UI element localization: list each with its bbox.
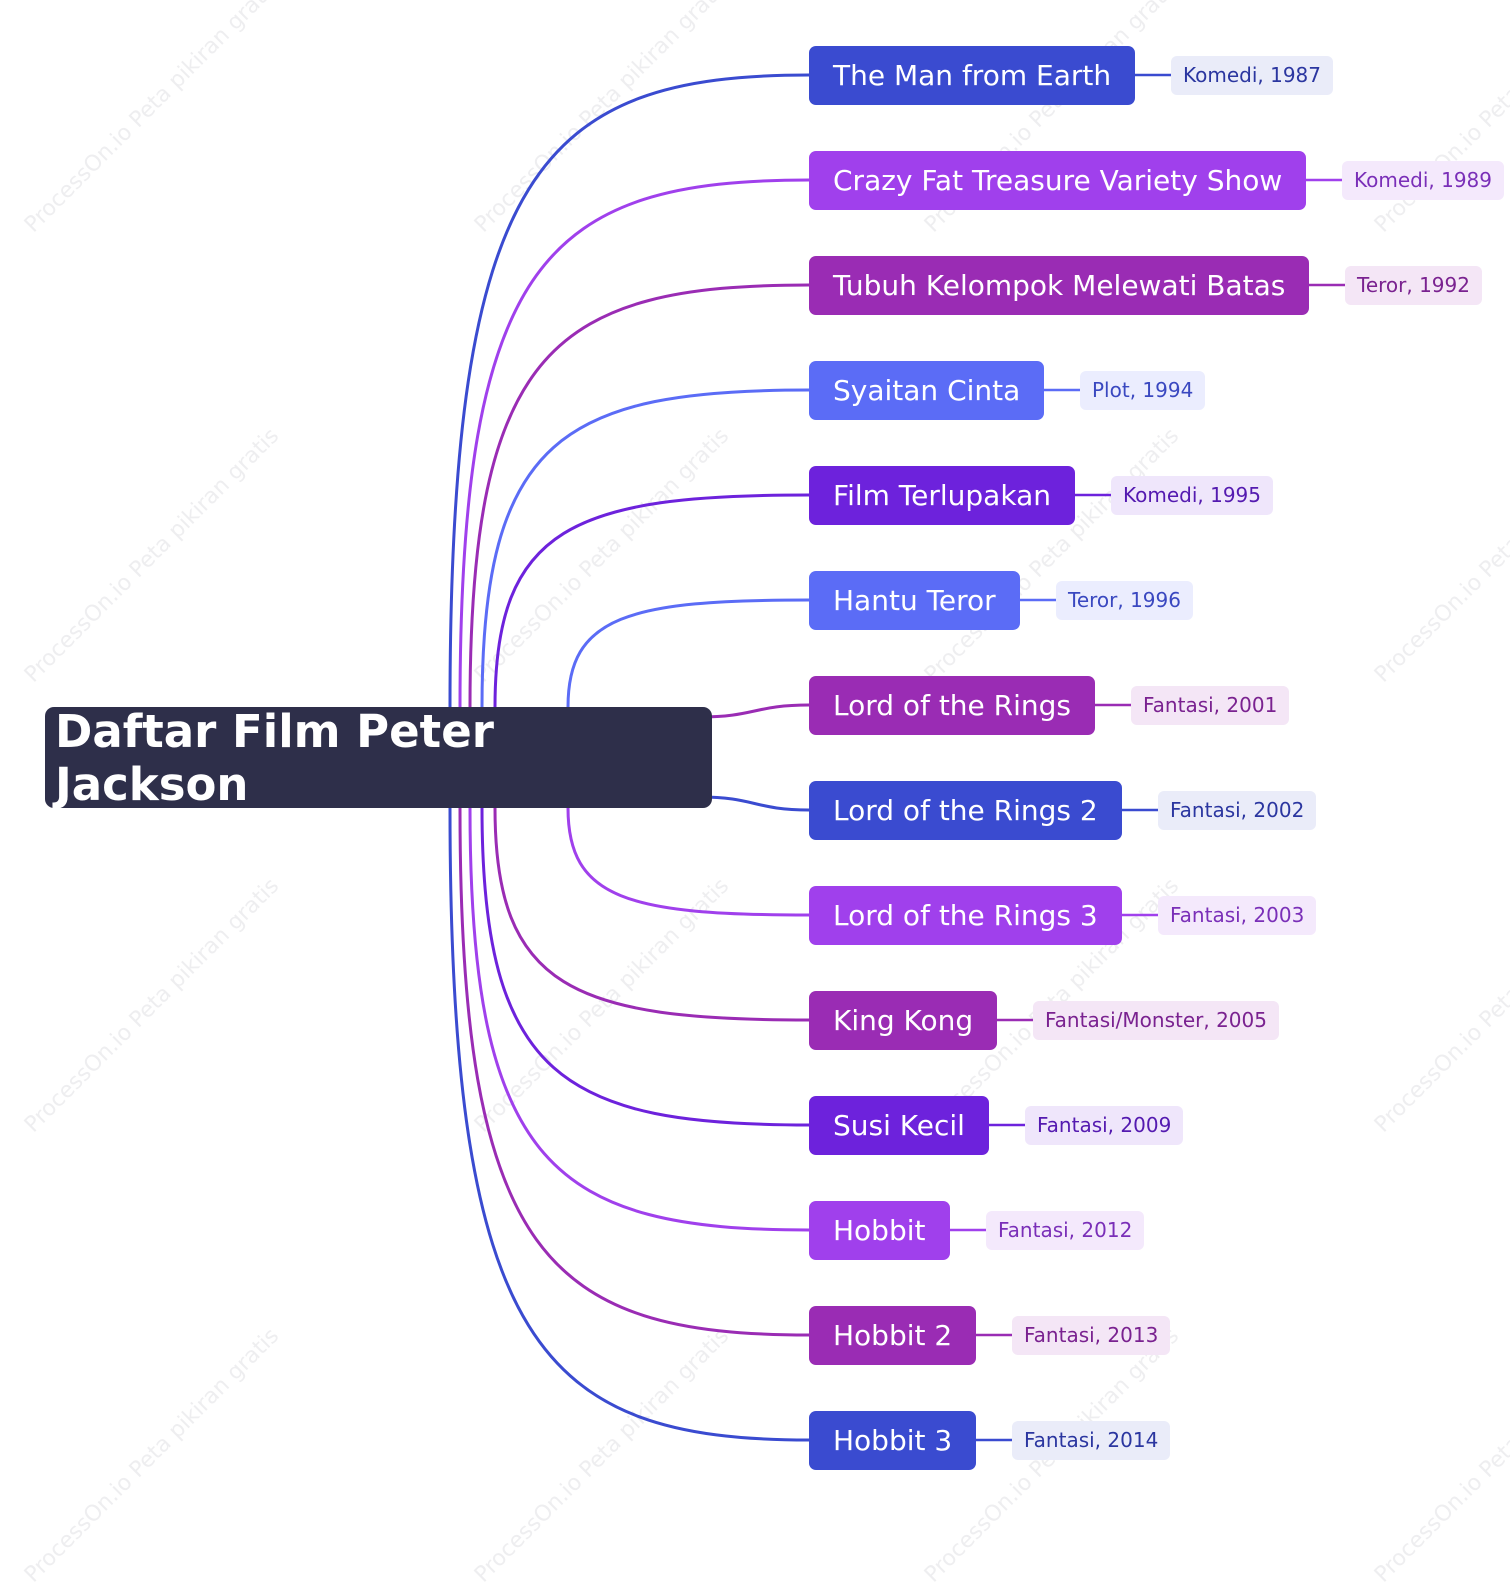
film-info-tag[interactable]: Fantasi/Monster, 2005 — [1033, 1000, 1279, 1040]
film-title: Susi Kecil — [833, 1108, 965, 1142]
connector-line — [448, 73, 810, 708]
film-node[interactable]: Syaitan Cinta — [809, 360, 1045, 420]
film-node[interactable]: Hobbit 3 — [809, 1410, 977, 1470]
film-info-tag[interactable]: Fantasi, 2002 — [1158, 790, 1317, 830]
film-title: The Man from Earth — [833, 58, 1112, 92]
film-node[interactable]: Susi Kecil — [809, 1095, 989, 1155]
film-node[interactable]: King Kong — [809, 990, 998, 1050]
film-title: Syaitan Cinta — [833, 373, 1021, 407]
film-info-tag[interactable]: Fantasi, 2009 — [1025, 1105, 1184, 1145]
film-title: Hobbit — [833, 1213, 926, 1247]
film-node[interactable]: Lord of the Rings 3 — [809, 885, 1122, 945]
film-node[interactable]: Tubuh Kelompok Melewati Batas — [809, 255, 1310, 315]
film-info-tag[interactable]: Fantasi, 2012 — [986, 1210, 1145, 1250]
connector-line — [458, 807, 810, 1337]
film-info-tag[interactable]: Fantasi, 2001 — [1131, 685, 1290, 725]
root-title: Daftar Film Peter Jackson — [55, 704, 494, 811]
connector-line — [699, 795, 810, 812]
film-title: Lord of the Rings 3 — [833, 898, 1098, 932]
connector-line — [458, 178, 810, 708]
film-info-tag[interactable]: Teror, 1992 — [1345, 265, 1482, 305]
connector-line — [566, 807, 810, 917]
film-info-tag[interactable]: Teror, 1996 — [1056, 580, 1193, 620]
film-info-tag[interactable]: Komedi, 1995 — [1111, 475, 1274, 515]
film-info-tag[interactable]: Fantasi, 2013 — [1012, 1315, 1171, 1355]
film-node[interactable]: Hobbit 2 — [809, 1305, 977, 1365]
film-node[interactable]: Hantu Teror — [809, 570, 1020, 630]
film-node[interactable]: Crazy Fat Treasure Variety Show — [809, 150, 1307, 210]
film-title: Hobbit 3 — [833, 1423, 953, 1457]
connector-line — [468, 283, 810, 708]
film-title: Tubuh Kelompok Melewati Batas — [833, 268, 1286, 302]
film-title: Film Terlupakan — [833, 478, 1051, 512]
connector-line — [480, 807, 810, 1127]
connector-line — [468, 807, 810, 1232]
connector-line — [699, 703, 810, 719]
film-node[interactable]: Hobbit — [809, 1200, 950, 1260]
connector-line — [493, 493, 810, 708]
connector-line — [480, 388, 810, 708]
film-node[interactable]: Lord of the Rings — [809, 675, 1096, 735]
film-info-tag[interactable]: Komedi, 1989 — [1342, 160, 1505, 200]
film-title: Hantu Teror — [833, 583, 996, 617]
film-node[interactable]: Film Terlupakan — [809, 465, 1075, 525]
film-title: King Kong — [833, 1003, 974, 1037]
connector-line — [493, 807, 810, 1022]
film-info-tag[interactable]: Plot, 1994 — [1080, 370, 1206, 410]
film-info-tag[interactable]: Komedi, 1987 — [1171, 55, 1334, 95]
root-node[interactable]: Daftar Film Peter Jackson — [45, 704, 712, 811]
film-title: Crazy Fat Treasure Variety Show — [833, 163, 1283, 197]
film-node[interactable]: The Man from Earth — [809, 45, 1136, 105]
connector-lines — [448, 73, 1345, 1442]
film-info-tag[interactable]: Fantasi, 2003 — [1158, 895, 1317, 935]
film-info-tag[interactable]: Fantasi, 2014 — [1012, 1420, 1171, 1460]
connector-line — [566, 598, 810, 708]
film-node[interactable]: Lord of the Rings 2 — [809, 780, 1122, 840]
film-title: Lord of the Rings 2 — [833, 793, 1098, 827]
film-title: Lord of the Rings — [833, 688, 1072, 722]
film-title: Hobbit 2 — [833, 1318, 953, 1352]
connector-line — [448, 807, 810, 1442]
